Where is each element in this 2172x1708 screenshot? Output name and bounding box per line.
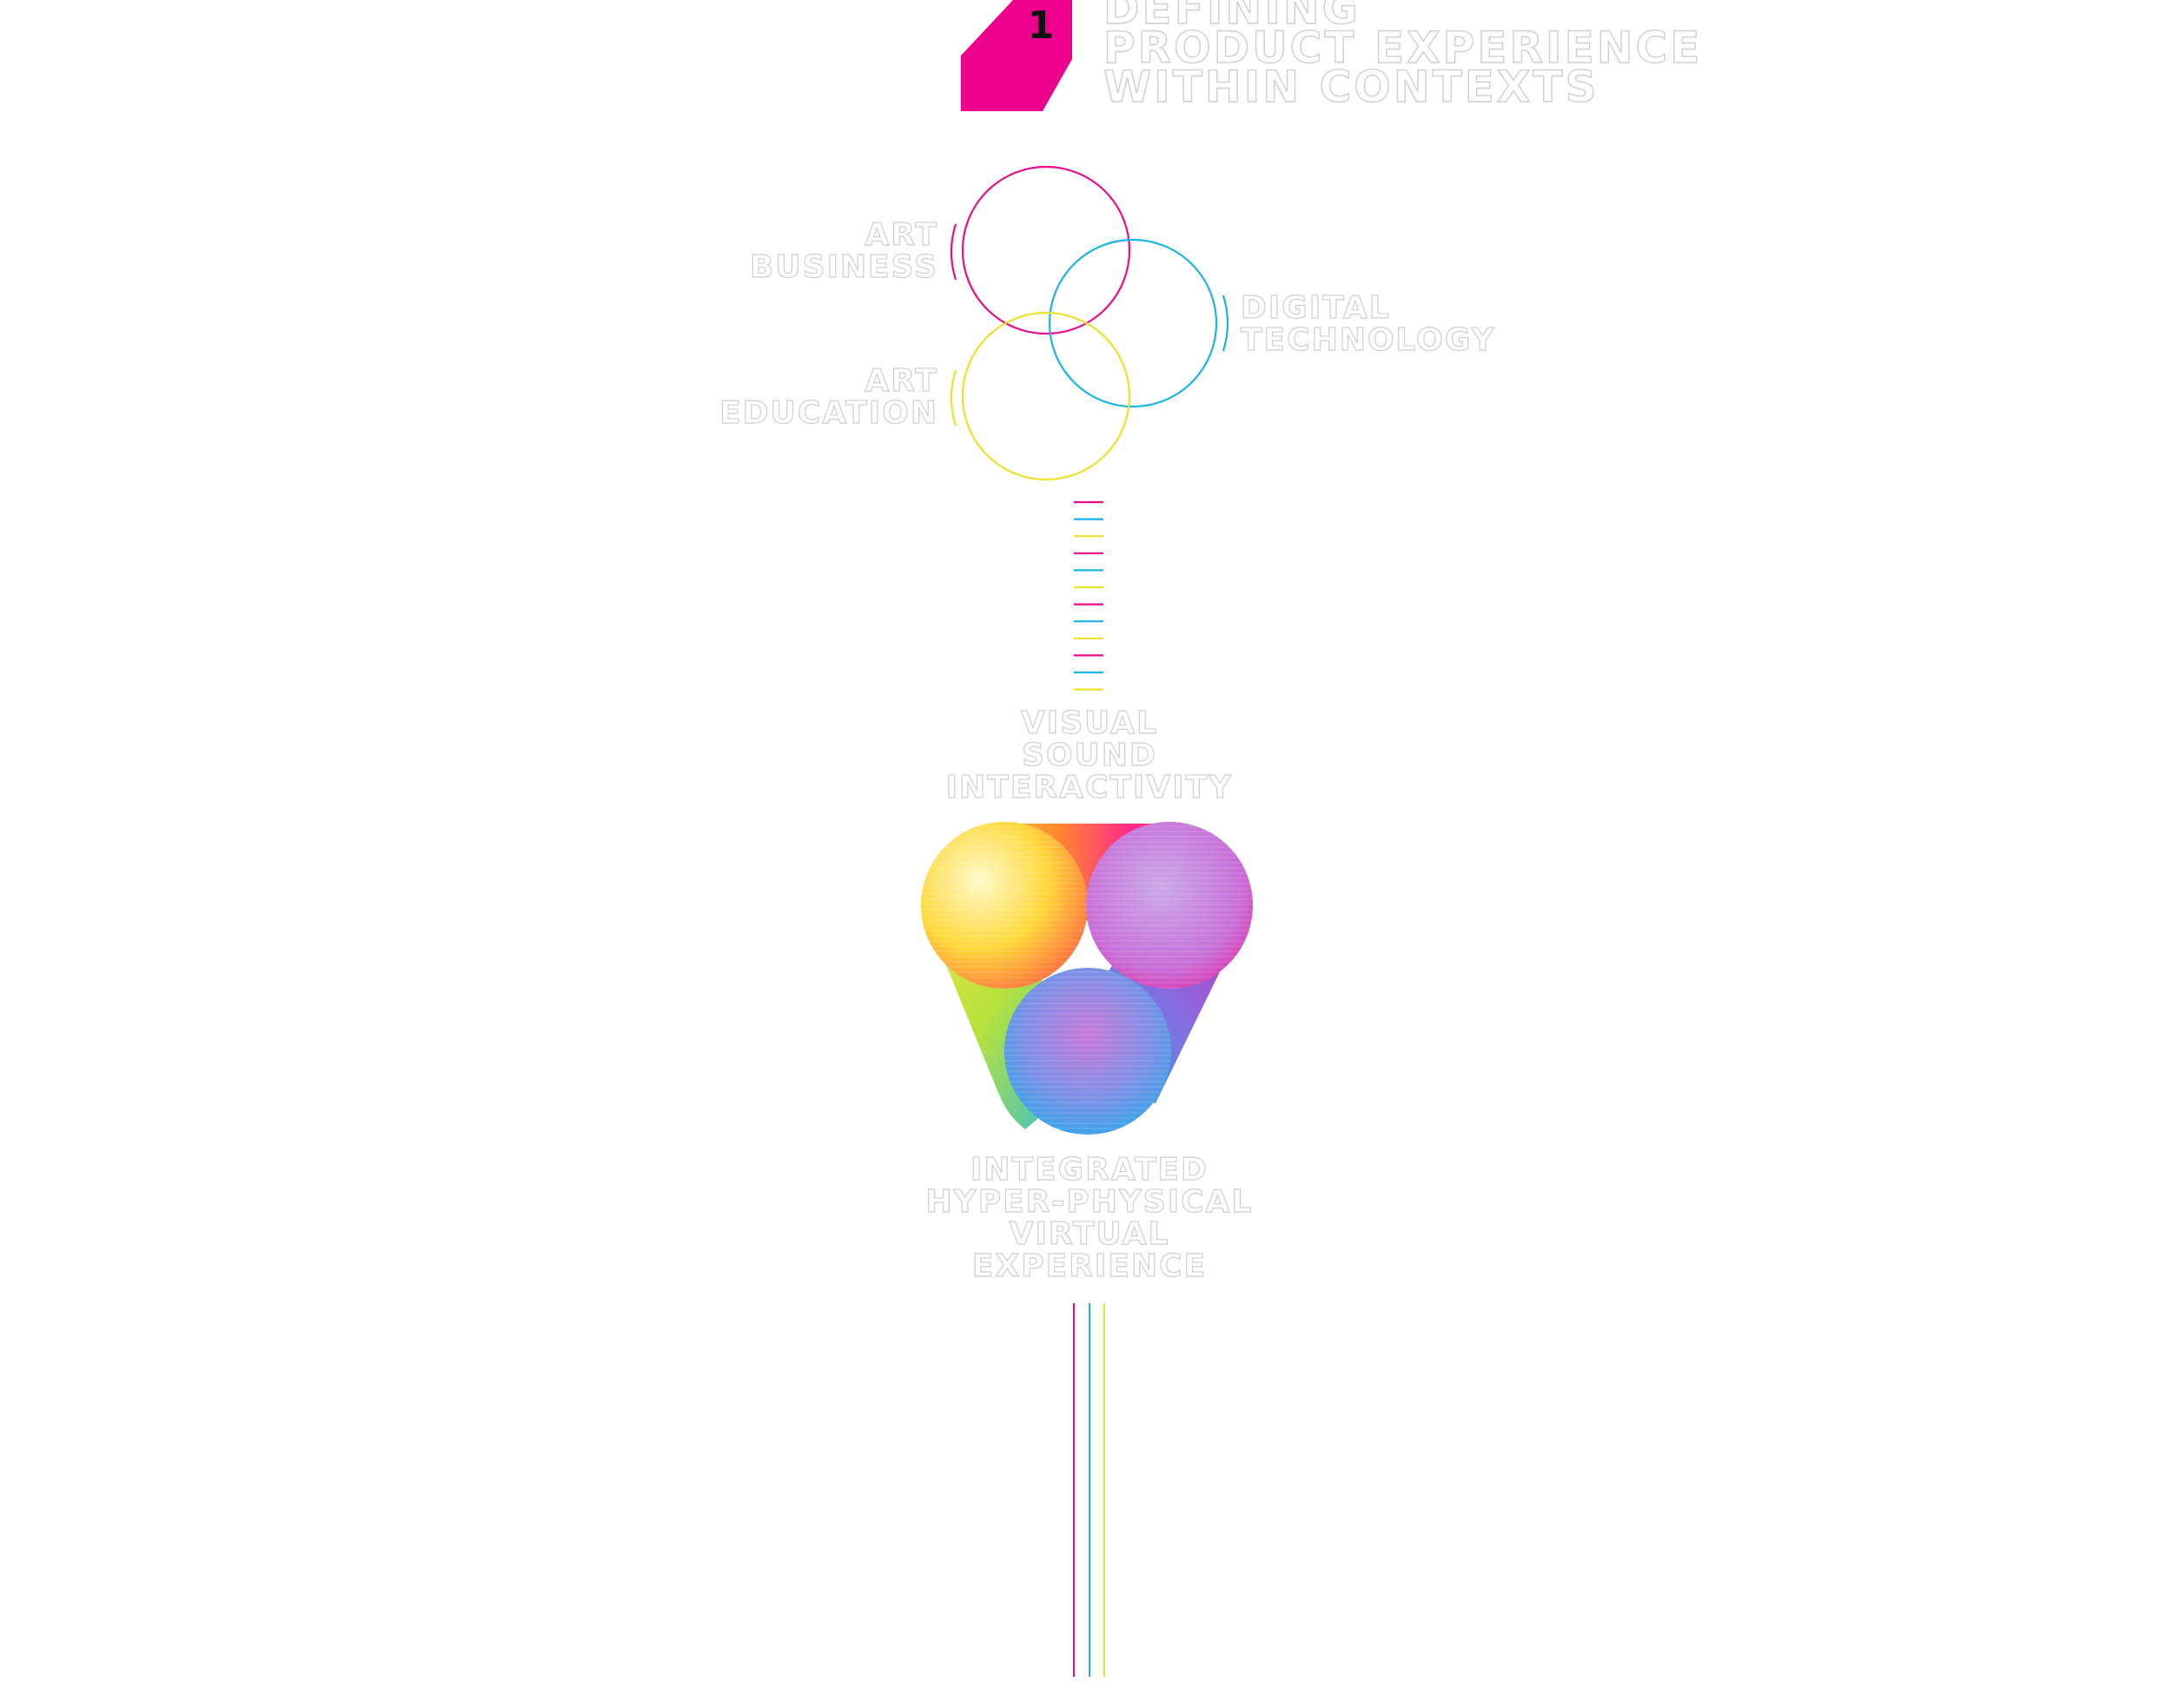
venn-circle-digital-technology — [1048, 238, 1218, 408]
integration-triangle — [921, 822, 1253, 1135]
step-badge — [961, 0, 1072, 111]
bracket-digital-technology — [1222, 295, 1229, 352]
output-lines — [1073, 1303, 1105, 1677]
label-outcome: INTEGRATED HYPER-PHYSICAL VIRTUAL EXPERI… — [925, 1152, 1254, 1284]
label-art-education: ART EDUCATION — [719, 363, 938, 431]
page-title: DEFINING PRODUCT EXPERIENCE WITHIN CONTE… — [1103, 0, 1703, 112]
connector-dashes — [1074, 500, 1103, 691]
title-line-1: DEFINING — [1103, 0, 1361, 34]
venn-circle-art-education — [961, 311, 1131, 481]
label-digital-technology: DIGITAL TECHNOLOGY — [1240, 290, 1496, 358]
title-line-3: WITHIN CONTEXTS — [1103, 62, 1599, 112]
venn-circle-art-business — [961, 165, 1131, 335]
bracket-art-education — [950, 369, 957, 427]
bracket-art-business — [950, 223, 957, 281]
step-number: 1 — [1027, 3, 1055, 48]
title-line-2: PRODUCT EXPERIENCE — [1103, 23, 1703, 73]
label-art-business: ART BUSINESS — [749, 217, 938, 285]
venn-diagram — [950, 165, 1229, 481]
label-media: VISUAL SOUND INTERACTIVITY — [945, 705, 1234, 805]
